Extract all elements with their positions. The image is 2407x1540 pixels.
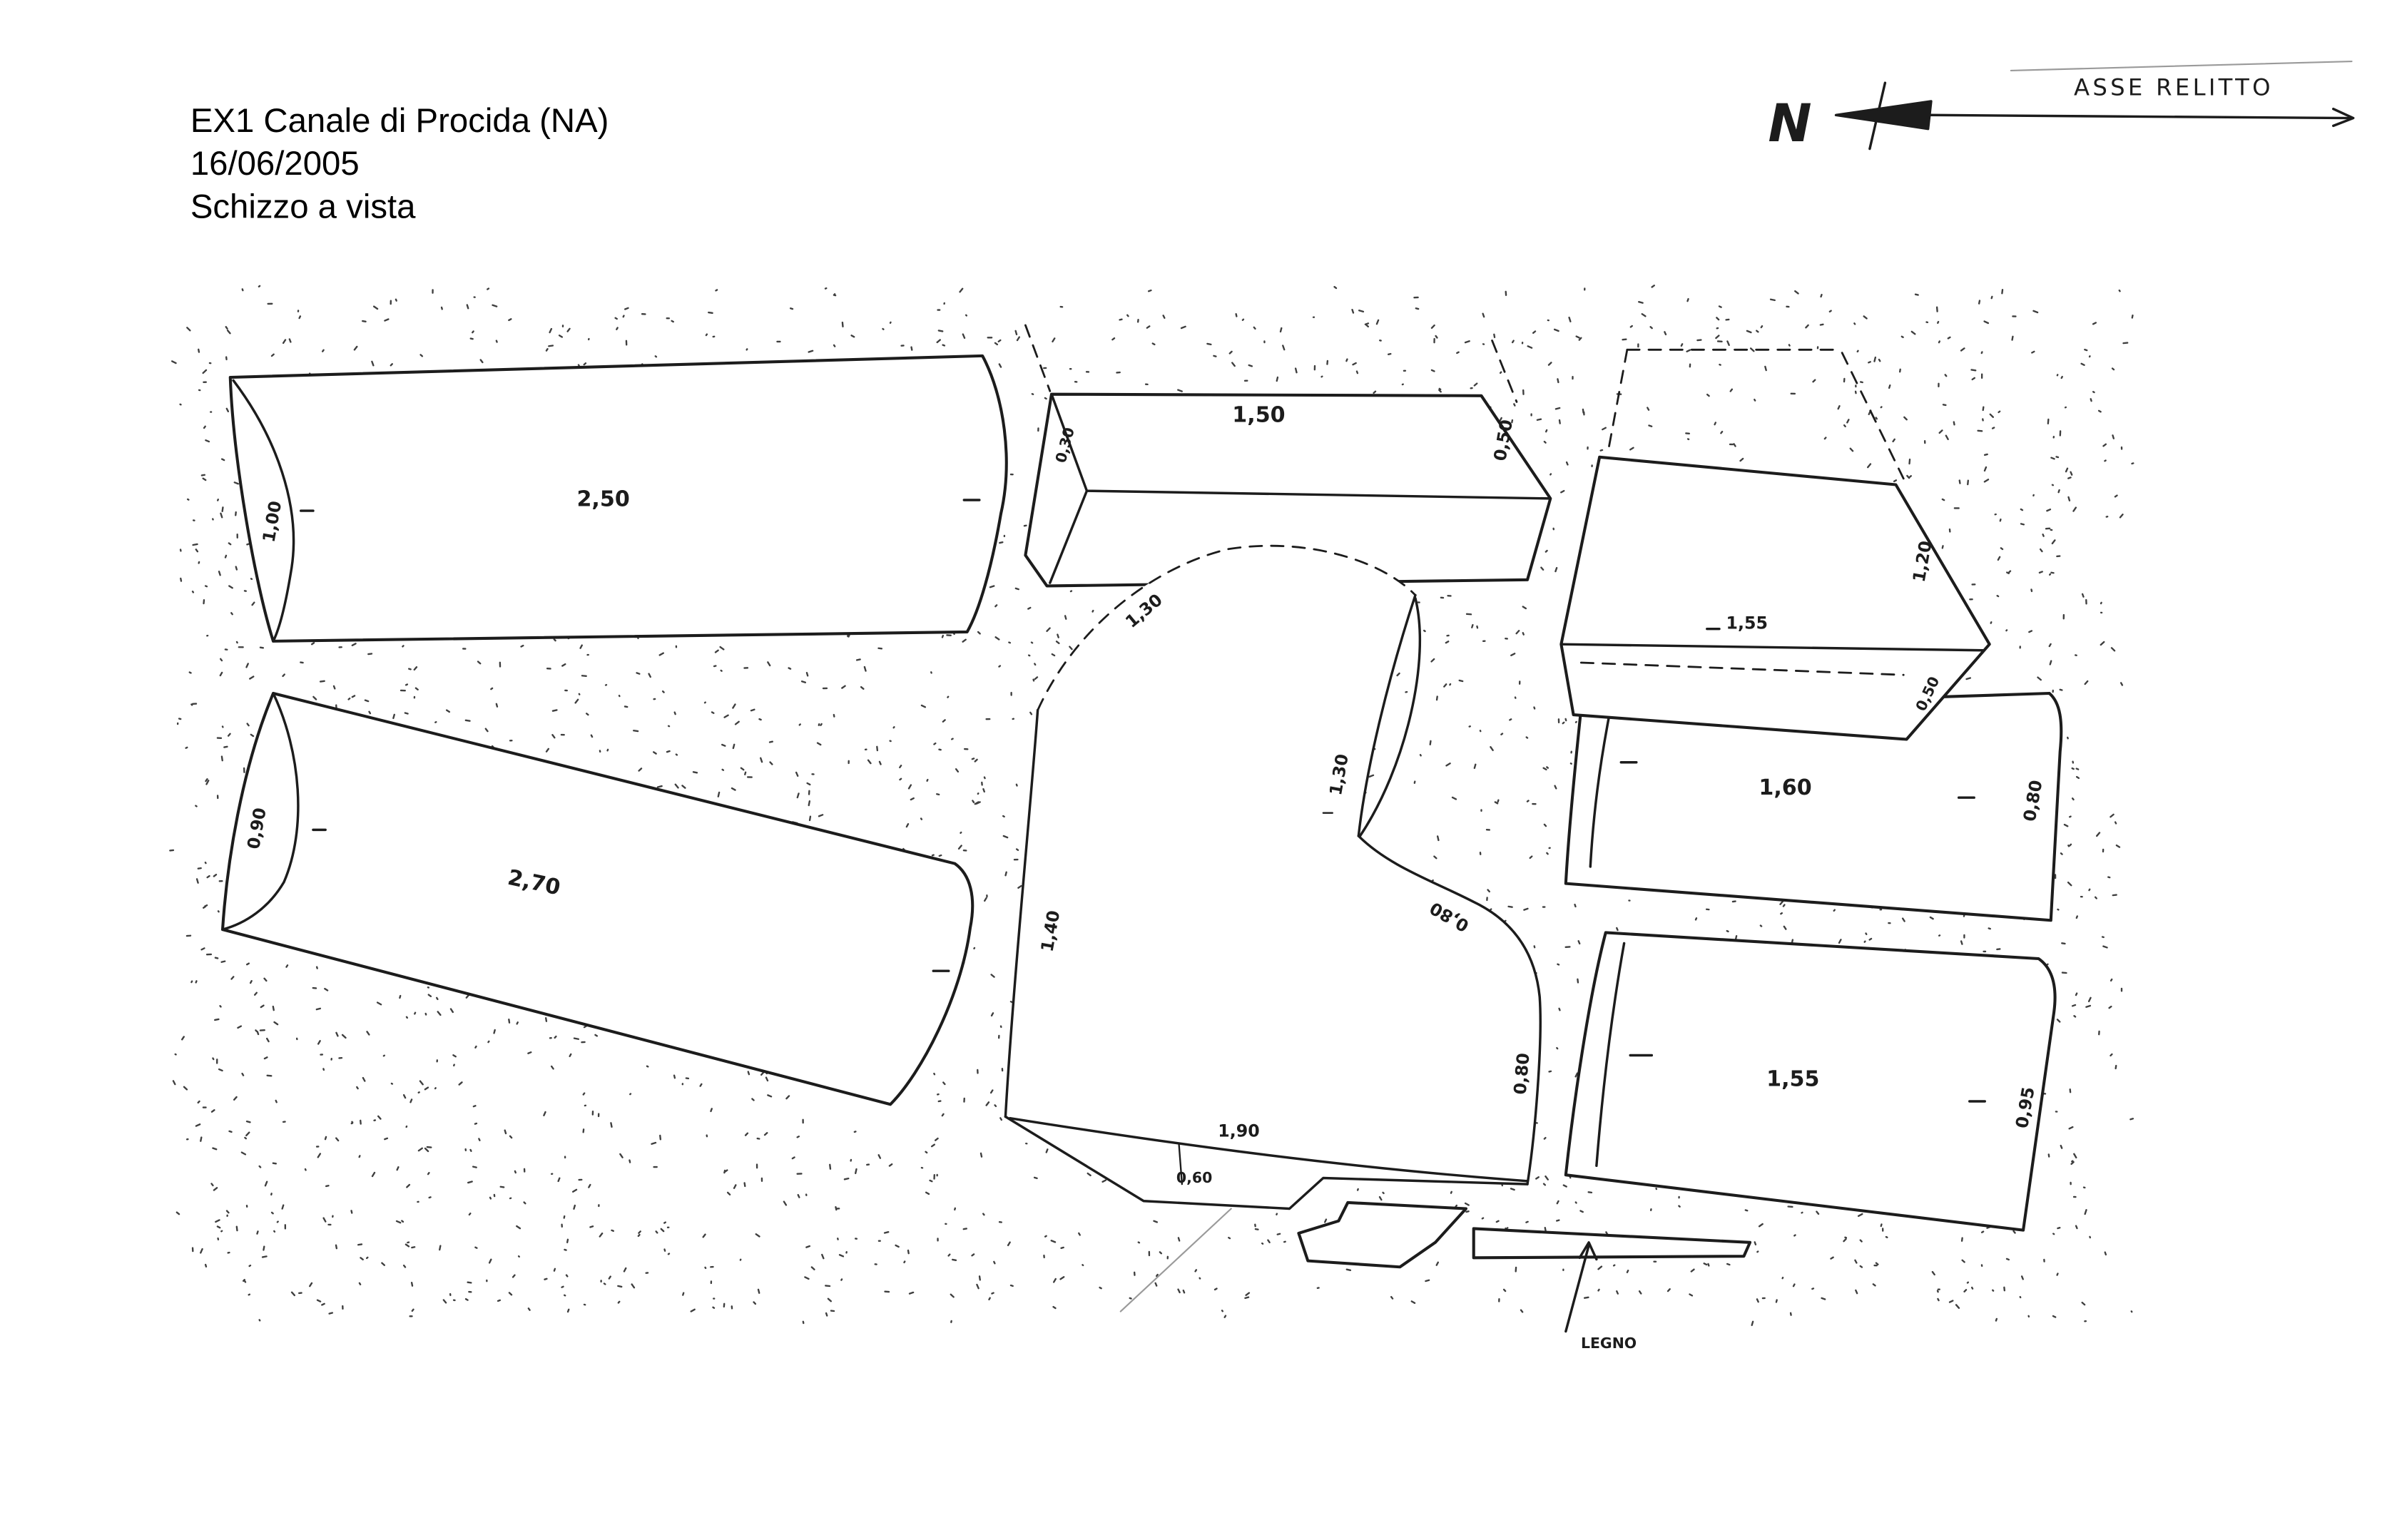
wood-label: LEGNO [1581,1335,1637,1352]
wood-fragment-1 [1297,1200,1467,1269]
block-3-projection-left [1024,324,1052,392]
block-3-outline [1024,392,1552,588]
wood-fragments: LEGNO [1297,1200,1752,1352]
block-2-outline [220,691,974,1106]
block-3: 1,50 0,30 0,50 [1024,324,1552,588]
block-7-outline [1564,931,2057,1232]
block-5-length-label: 1,55 [1726,613,1768,633]
block-1: 2,50 1,00 [228,354,1008,643]
header: EX1 Canale di Procida (NA) 16/06/2005 Sc… [190,102,609,225]
block-3-end-edge [1049,489,1089,584]
block-1-length-label: 2,50 [576,487,629,512]
block-4-right-upper-side [1357,593,1417,837]
block-4-end-face [1358,596,1422,837]
seabed-scratch-line [1119,1208,1232,1312]
wood-pointer-arrowhead-icon [1578,1241,1598,1261]
north-letter: N [1768,93,1811,154]
block-4-base-line [1009,1116,1529,1183]
wreck-axis-label: ASSE RELITTO [2074,73,2274,101]
block-6-end-face [1589,716,1610,868]
block-4-bottom-outline [1004,1115,1529,1210]
sketch-date: 16/06/2005 [190,145,360,183]
block-5-hidden-edge [1579,661,1905,676]
compass: N ASSE RELITTO [1768,60,2355,154]
block-5-projection-right [1841,352,1905,480]
block-5: 1,55 1,20 0,50 [1559,348,1991,741]
north-cross-line [1868,81,1887,151]
axis-arrowhead-icon [2331,107,2355,128]
block-6-outline [1564,691,2063,922]
north-arrow-icon [1834,100,1933,131]
wood-fragment-2 [1472,1227,1752,1260]
block-7: 1,55 0,95 [1564,931,2057,1232]
block-4-right-side [1357,835,1542,1185]
block-3-length-label: 1,50 [1232,402,1285,427]
block-3-projection-right [1491,339,1518,403]
block-1-end-face [232,379,295,643]
wood-pointer-line [1564,1244,1590,1333]
block-5-projection-left [1607,348,1629,449]
block-2: 2,70 0,90 [220,691,974,1106]
sketch-title: EX1 Canale di Procida (NA) [190,102,609,140]
wreck-axis-line [1926,113,2353,120]
sketch-caption: Schizzo a vista [190,188,416,225]
block-7-length-label: 1,55 [1766,1066,1819,1091]
block-6-length-label: 1,60 [1759,775,1811,800]
block-4: 1,30 1,30 1,40 0,80 0,80 1,90 0,60 [1004,544,1542,1210]
block-4-corner-tick [1178,1143,1184,1185]
axis-guide-line [2010,60,2353,71]
block-4-right-lower-label: 0,80 [1510,1052,1534,1096]
block-2-end-face [221,692,300,931]
block-4-arc [1037,544,1417,712]
block-4-corner-label: 0,60 [1176,1169,1212,1186]
block-5-top-edge [1559,643,1985,652]
block-1-outline [228,354,1008,643]
block-6: 1,60 0,80 [1564,691,2063,922]
block-4-fill [1005,546,1541,1209]
block-4-base-label: 1,90 [1218,1121,1259,1141]
block-4-left-side [1004,708,1039,1118]
block-7-end-face [1595,942,1626,1168]
